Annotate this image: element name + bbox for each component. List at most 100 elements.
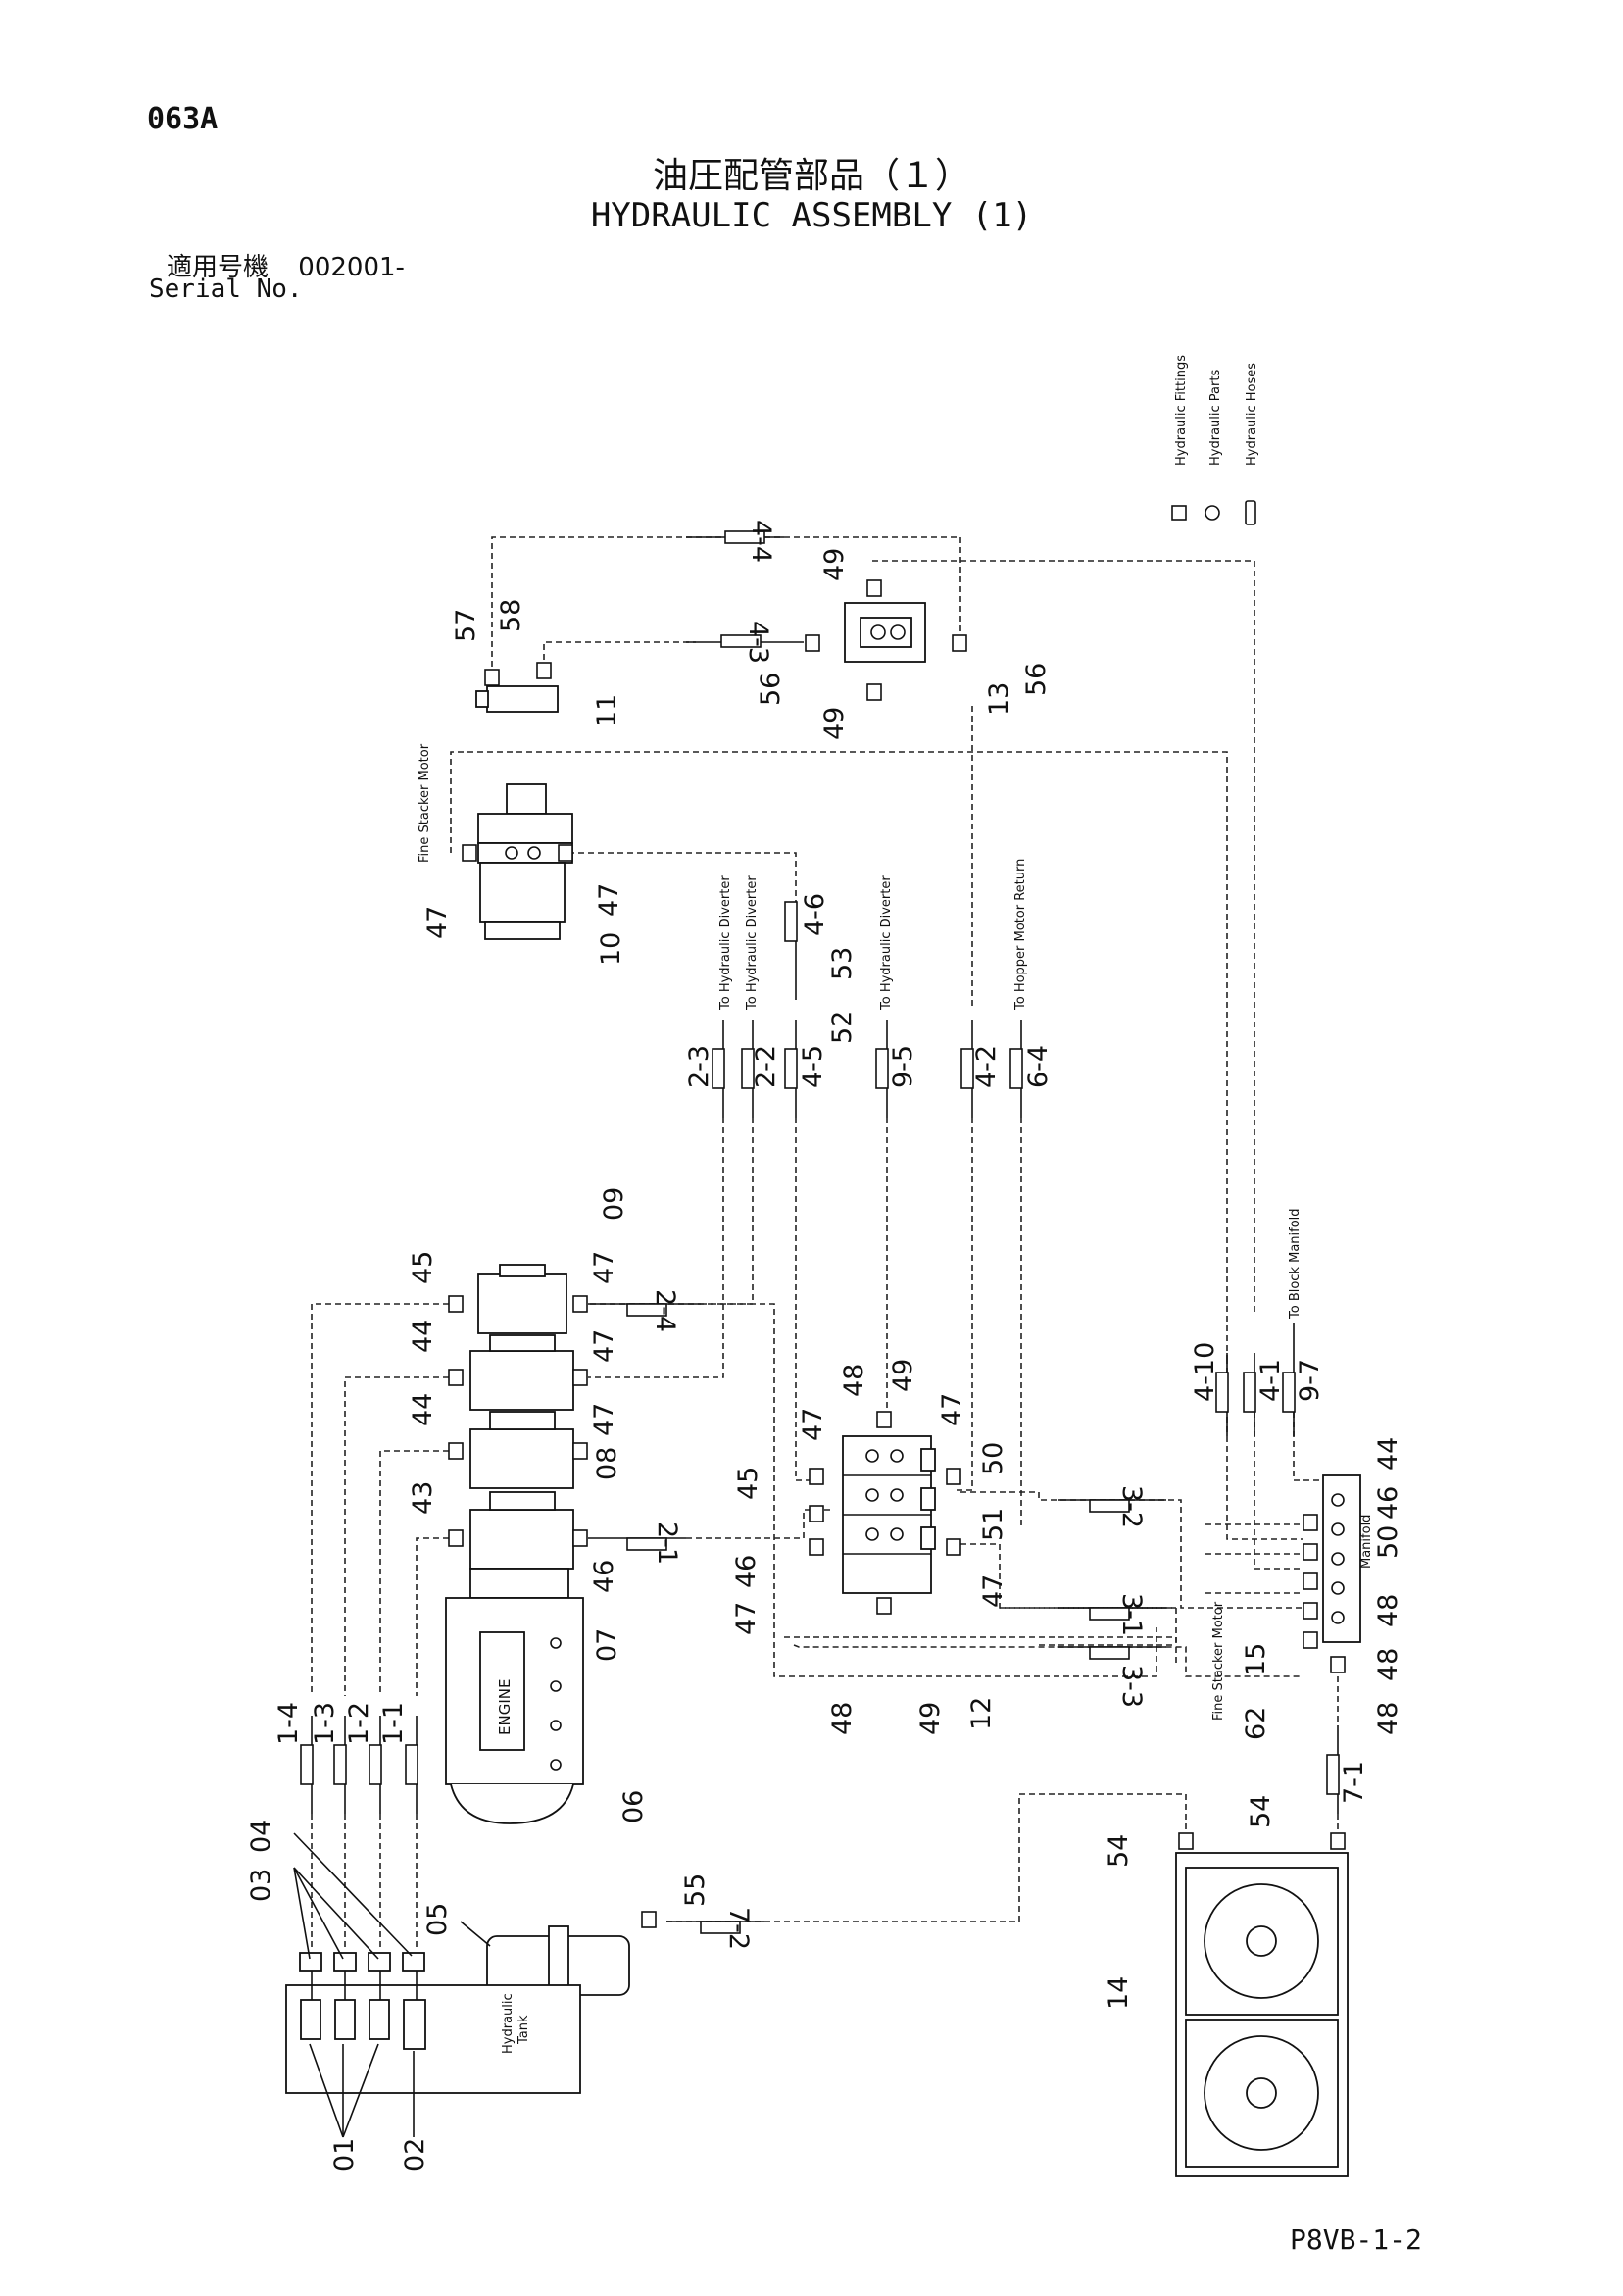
callout-48-valve-bottom: 48 (827, 1702, 858, 1735)
callout-47-pump-09: 47 (589, 1251, 619, 1284)
callout-44-manifold: 44 (1373, 1437, 1403, 1471)
callout-54-right: 54 (1246, 1795, 1276, 1828)
title-english: HYDRAULIC ASSEMBLY (1) (590, 196, 1033, 235)
annotation-manifold: Manifold (1359, 1515, 1374, 1569)
callout-48-valve-top: 48 (839, 1364, 869, 1397)
hose-labels: 4-4 4-3 4-6 2-3 2-2 4-5 9-5 4-2 6-4 2-4 … (273, 520, 1369, 1950)
legend-hoses: Hydraulic Hoses (1245, 363, 1259, 466)
hose-9-5: 9-5 (888, 1045, 918, 1088)
callout-55: 55 (680, 1873, 711, 1907)
hose-1-1: 1-1 (378, 1702, 409, 1745)
tank-label-tank: Tank (516, 2015, 531, 2045)
fitting-symbol-icon (1171, 505, 1187, 521)
callout-07: 07 (592, 1628, 622, 1662)
valve-block-12 (809, 1411, 961, 1615)
callout-09: 09 (599, 1187, 629, 1221)
callout-12: 12 (966, 1697, 997, 1730)
hose-symbol-icon (1245, 500, 1256, 525)
callout-48-manifold-c: 48 (1373, 1702, 1403, 1735)
part-callouts: 57 58 11 49 56 49 13 56 47 47 10 53 52 0… (246, 548, 1403, 2171)
hose-1-4: 1-4 (273, 1702, 304, 1745)
callout-56-left: 56 (756, 673, 786, 706)
tank-label-hydraulic: Hydraulic (501, 1993, 516, 2054)
hose-2-2: 2-2 (751, 1045, 781, 1088)
callout-10: 10 (596, 932, 626, 966)
leader-lines (293, 1832, 491, 2138)
callout-01: 01 (329, 2138, 360, 2171)
callout-46-pump: 46 (589, 1560, 619, 1593)
part-symbol-icon (1205, 505, 1220, 521)
serial-value: 002001- (298, 253, 405, 282)
callout-47-valve-top: 47 (798, 1408, 828, 1441)
hose-2-3: 2-3 (684, 1045, 714, 1088)
annotation-diverter-2: To Hydraulic Diverter (745, 875, 760, 1011)
component-11 (475, 662, 559, 713)
hose-2-4: 2-4 (650, 1289, 680, 1332)
callout-47-motor-right: 47 (594, 883, 624, 917)
annotation-fine-stacker-motor-top: Fine Stacker Motor (418, 743, 432, 863)
engine-06 (445, 1597, 584, 1824)
hose-6-4: 6-4 (1023, 1045, 1054, 1088)
hose-9-7: 9-7 (1295, 1359, 1325, 1402)
manifold-15 (1303, 1474, 1361, 1673)
pipe-routes (311, 536, 1339, 1951)
hose-3-3: 3-3 (1116, 1665, 1147, 1708)
callout-47-motor-left: 47 (422, 906, 453, 939)
legend-fittings: Hydraulic Fittings (1174, 355, 1189, 466)
engine-label: ENGINE (496, 1679, 514, 1735)
page-code: 063A (147, 102, 219, 136)
hose-4-3: 4-3 (743, 621, 773, 664)
callout-14: 14 (1104, 1976, 1134, 2010)
legend-parts: Hydraulic Parts (1208, 370, 1223, 466)
valve-13 (805, 579, 967, 701)
callout-47-valve-right: 47 (937, 1393, 967, 1426)
callout-47-pump-08a: 47 (589, 1329, 619, 1363)
hose-4-2: 4-2 (971, 1045, 1002, 1088)
callout-56-right: 56 (1021, 663, 1052, 696)
title-japanese: 油圧配管部品（１） (652, 156, 970, 196)
hose-3-1: 3-1 (1116, 1593, 1147, 1636)
annotations: Fine Stacker Motor To Hydraulic Diverter… (418, 743, 1374, 2054)
callout-44-upper: 44 (408, 1320, 438, 1353)
callout-06: 06 (618, 1790, 649, 1823)
hose-4-1: 4-1 (1255, 1359, 1286, 1402)
hose-1-3: 1-3 (310, 1702, 340, 1745)
callout-49-top: 49 (819, 548, 850, 581)
hose-segments (300, 530, 1340, 1934)
callout-45-pump: 45 (408, 1251, 438, 1284)
callout-62: 62 (1241, 1707, 1271, 1740)
callout-50-valve: 50 (978, 1442, 1008, 1475)
callout-43: 43 (408, 1481, 438, 1515)
sheet-reference: P8VB-1-2 (1290, 2223, 1422, 2256)
callout-45-valve: 45 (733, 1467, 763, 1500)
serial-label-english: Serial No. (149, 275, 303, 304)
callout-47-valve-lower: 47 (978, 1574, 1008, 1608)
callout-44-lower: 44 (408, 1393, 438, 1426)
callout-05: 05 (422, 1903, 453, 1936)
callout-03: 03 (246, 1869, 276, 1902)
callout-08: 08 (592, 1447, 622, 1480)
annotation-fine-stacker-motor-bottom: Fine Stacker Motor (1211, 1601, 1226, 1721)
callout-49-bottom: 49 (819, 707, 850, 740)
callout-46-manifold: 46 (1373, 1486, 1403, 1520)
hose-4-10: 4-10 (1190, 1342, 1220, 1402)
serial-label-japanese: 適用号機 002001- (167, 247, 405, 283)
callout-53: 53 (827, 947, 858, 980)
oil-cooler-14 (1175, 1832, 1349, 2177)
hose-4-6: 4-6 (800, 893, 830, 936)
callout-58: 58 (496, 599, 526, 632)
motor-10 (462, 783, 573, 940)
hose-3-2: 3-2 (1116, 1485, 1147, 1528)
annotation-hopper-return: To Hopper Motor Return (1013, 859, 1028, 1011)
callout-52: 52 (827, 1011, 858, 1044)
callout-47-valve-left: 47 (731, 1602, 762, 1635)
callout-46-valve: 46 (731, 1555, 762, 1588)
callout-51: 51 (978, 1508, 1008, 1541)
hydraulic-tank (285, 1952, 581, 2094)
callout-48-manifold-b: 48 (1373, 1648, 1403, 1681)
legend: Hydraulic Fittings Hydraulic Parts Hydra… (1171, 355, 1259, 525)
hose-2-1: 2-1 (652, 1522, 682, 1565)
hose-7-1: 7-1 (1339, 1761, 1369, 1804)
callout-11: 11 (592, 694, 622, 727)
